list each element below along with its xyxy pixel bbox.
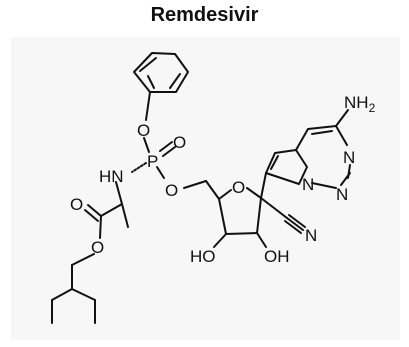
ribose-bond <box>256 197 262 234</box>
atom-o-ring: O <box>232 178 245 197</box>
bond-c-nh2 <box>335 109 349 127</box>
triazine-ring <box>311 182 337 189</box>
bond-p-nh <box>131 162 147 173</box>
ribose-bond <box>225 232 258 235</box>
ribose-bond <box>246 187 262 199</box>
ribose-bond <box>218 189 232 200</box>
atom-n-pyr2: N <box>336 185 348 204</box>
bond-o-p <box>143 137 150 153</box>
atom-p: P <box>147 152 158 171</box>
bond-phenyl-o <box>145 91 151 121</box>
triazine-ring <box>295 125 348 151</box>
bond-carbonyl-o-double <box>87 204 102 217</box>
triazine-double-bond <box>311 130 333 135</box>
atom-o-phenoxy: O <box>137 121 150 140</box>
bond-ethyl-right <box>71 288 96 301</box>
pyrrole-ring <box>265 149 308 185</box>
bond-p-o-linker <box>156 166 165 179</box>
atom-o-ester-carbonyl: O <box>70 195 83 214</box>
atom-o-ester: O <box>91 238 104 257</box>
atom-o-double: O <box>173 133 186 152</box>
bond-o-ch2 <box>71 253 95 266</box>
atom-n-pyr3: N <box>302 175 314 194</box>
pyrrole-double-bond <box>270 155 279 170</box>
bond-p-o-double <box>159 141 173 152</box>
bond-c1-cn <box>260 197 288 219</box>
atom-nh2: NH2 <box>344 93 376 115</box>
bond-carbonyl-o-double <box>84 209 99 222</box>
atom-n-nitrile: N <box>305 226 317 245</box>
bond-c3-oh <box>213 233 227 248</box>
bond-ch2-c4 <box>205 180 220 200</box>
atom-ho-left: HO <box>190 247 216 266</box>
bond-calpha-carbonyl <box>100 203 123 217</box>
bond-c1-base <box>260 172 267 199</box>
phenyl-double-bond <box>169 73 181 89</box>
nitrile-triple-bond <box>284 220 302 234</box>
phenyl-ring <box>133 52 189 93</box>
phenyl-double-bond <box>139 57 157 72</box>
bond-o-ch2-sugar <box>183 180 207 189</box>
atom-oh-right: OH <box>264 247 290 266</box>
bond-nh-calpha <box>115 181 123 205</box>
bond-ethyl-left <box>51 288 73 301</box>
ribose-bond <box>218 198 227 235</box>
atom-hn: HN <box>99 167 124 186</box>
nitrile-triple-bond <box>286 217 304 231</box>
nitrile-triple-bond <box>288 214 306 228</box>
atom-n-pyr1: N <box>343 148 355 167</box>
bond-calpha-methyl <box>121 203 129 228</box>
phenyl-double-bond <box>147 75 155 89</box>
atom-nh2-n: NH <box>344 93 369 112</box>
bond-carbonyl-o-ester <box>99 215 102 239</box>
bond-p-o-double <box>162 146 176 157</box>
bond-c2-oh <box>256 232 267 248</box>
atom-o-linker: O <box>165 181 178 200</box>
atom-nh2-subscript: 2 <box>369 101 376 115</box>
diagram-title: Remdesivir <box>150 4 259 26</box>
triazine-double-bond <box>340 172 351 186</box>
